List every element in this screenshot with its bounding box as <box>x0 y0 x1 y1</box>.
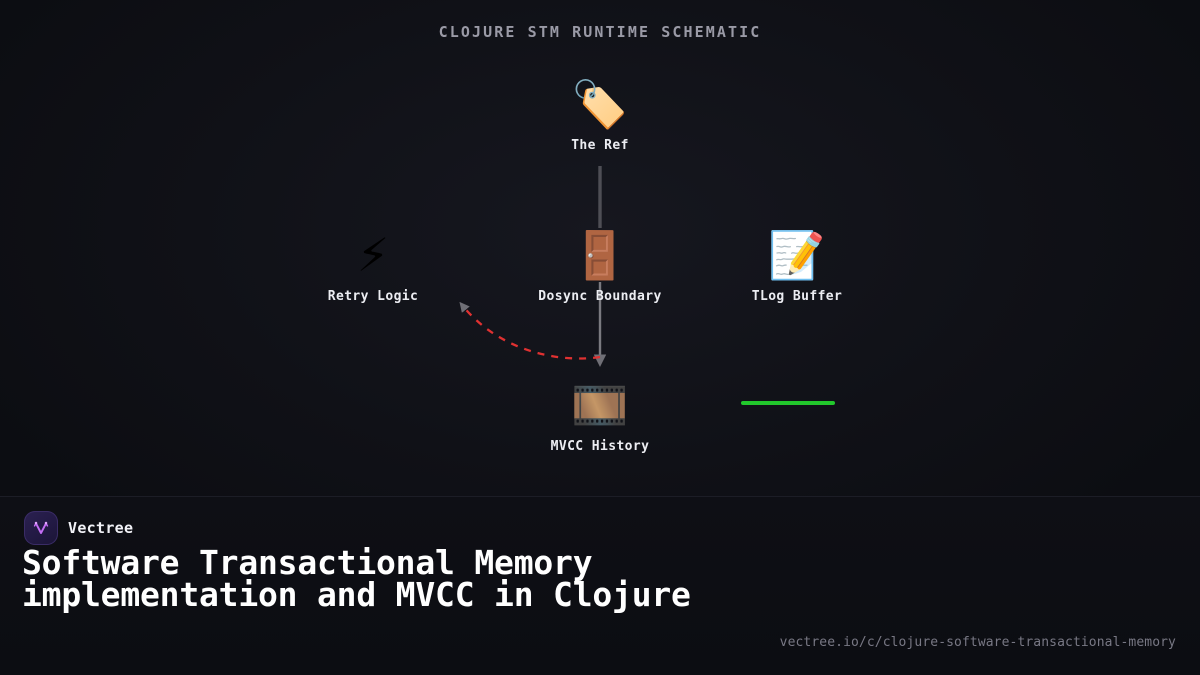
node-retry-logic[interactable]: ⚡ Retry Logic <box>278 227 468 304</box>
node-mvcc-history[interactable]: 🎞️ MVCC History <box>505 377 695 454</box>
edge-layer <box>459 166 607 367</box>
memo-icon: 📝 <box>768 228 826 282</box>
node-the-ref[interactable]: 🏷️ The Ref <box>505 76 695 153</box>
node-label: The Ref <box>571 138 629 153</box>
film-frames-icon: 🎞️ <box>571 378 629 432</box>
node-label: Dosync Boundary <box>538 289 662 304</box>
brand-name: Vectree <box>68 519 134 537</box>
vectree-logo-icon <box>24 511 58 545</box>
footer-url: vectree.io/c/clojure-software-transactio… <box>779 635 1176 650</box>
node-dosync-boundary[interactable]: 🚪 Dosync Boundary <box>505 227 695 304</box>
section-divider <box>0 496 1200 497</box>
node-label: MVCC History <box>550 439 650 454</box>
footer-bar: Vectree Software Transactional Memory im… <box>0 497 1200 675</box>
node-label: TLog Buffer <box>751 289 843 304</box>
schematic-diagram: CLOJURE STM RUNTIME SCHEMATIC 🏷️ The Ref <box>278 23 892 454</box>
door-icon: 🚪 <box>571 228 629 282</box>
node-label: Retry Logic <box>327 289 419 304</box>
brand-block[interactable]: Vectree <box>24 511 133 545</box>
edge-mvcc-to-retry <box>459 301 601 360</box>
high-voltage-icon: ⚡ <box>356 228 390 282</box>
page-title: Software Transactional Memory implementa… <box>22 543 691 614</box>
legend-color-swatch <box>741 401 835 405</box>
schematic-title: CLOJURE STM RUNTIME SCHEMATIC <box>438 23 762 41</box>
label-tag-icon: 🏷️ <box>571 77 629 131</box>
node-tlog-buffer[interactable]: 📝 TLog Buffer <box>702 227 892 304</box>
